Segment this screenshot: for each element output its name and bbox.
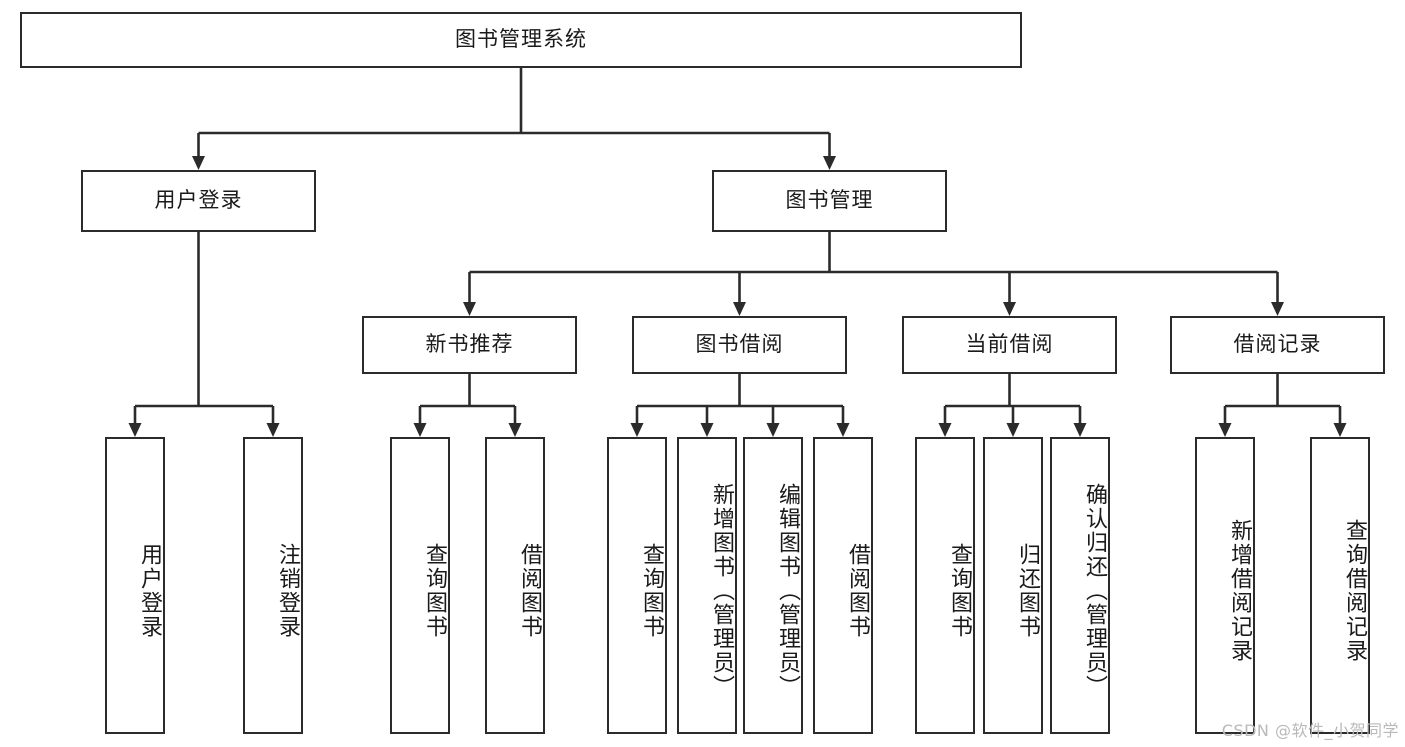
- leaf-confirm-return-admin-label: 确认归还（管理员）: [1082, 482, 1107, 699]
- node-root[interactable]: 图书管理系统: [20, 12, 1022, 68]
- leaf-query-book-borrow-label: 查询图书: [639, 542, 664, 639]
- leaf-edit-book-admin-label: 编辑图书（管理员）: [775, 482, 800, 699]
- leaf-add-borrow-record-label: 新增借阅记录: [1227, 518, 1252, 663]
- leaf-query-borrow-record[interactable]: 查询借阅记录: [1310, 437, 1370, 734]
- watermark: CSDN @软件_小贺同学: [1221, 721, 1399, 740]
- node-new-book-recommendation-label: 新书推荐: [425, 332, 514, 357]
- leaf-user-login-label: 用户登录: [137, 542, 162, 639]
- leaf-add-borrow-record[interactable]: 新增借阅记录: [1195, 437, 1255, 734]
- node-book-management[interactable]: 图书管理: [712, 170, 947, 232]
- leaf-logout-label: 注销登录: [275, 542, 300, 639]
- leaf-add-book-admin[interactable]: 新增图书（管理员）: [677, 437, 737, 734]
- leaf-query-book-current[interactable]: 查询图书: [915, 437, 975, 734]
- leaf-query-book-current-label: 查询图书: [947, 542, 972, 639]
- leaf-query-book-rec-label: 查询图书: [422, 542, 447, 639]
- leaf-borrow-book-label: 借阅图书: [845, 542, 870, 639]
- node-new-book-recommendation[interactable]: 新书推荐: [362, 316, 577, 374]
- node-current-borrowing-label: 当前借阅: [965, 332, 1054, 357]
- node-book-management-label: 图书管理: [785, 188, 874, 213]
- leaf-logout[interactable]: 注销登录: [243, 437, 303, 734]
- leaf-return-book[interactable]: 归还图书: [983, 437, 1043, 734]
- node-user-login-label: 用户登录: [154, 188, 243, 213]
- node-root-label: 图书管理系统: [455, 27, 587, 52]
- node-borrowing-record-label: 借阅记录: [1233, 332, 1322, 357]
- leaf-query-book-rec[interactable]: 查询图书: [390, 437, 450, 734]
- node-book-borrowing-label: 图书借阅: [695, 332, 784, 357]
- leaf-query-borrow-record-label: 查询借阅记录: [1342, 518, 1367, 663]
- leaf-return-book-label: 归还图书: [1015, 542, 1040, 639]
- node-book-borrowing[interactable]: 图书借阅: [632, 316, 847, 374]
- leaf-edit-book-admin[interactable]: 编辑图书（管理员）: [743, 437, 803, 734]
- leaf-user-login[interactable]: 用户登录: [105, 437, 165, 734]
- leaf-borrow-book-rec[interactable]: 借阅图书: [485, 437, 545, 734]
- leaf-confirm-return-admin[interactable]: 确认归还（管理员）: [1050, 437, 1110, 734]
- leaf-add-book-admin-label: 新增图书（管理员）: [709, 482, 734, 699]
- node-borrowing-record[interactable]: 借阅记录: [1170, 316, 1385, 374]
- leaf-query-book-borrow[interactable]: 查询图书: [607, 437, 667, 734]
- leaf-borrow-book-rec-label: 借阅图书: [517, 542, 542, 639]
- node-user-login[interactable]: 用户登录: [81, 170, 316, 232]
- leaf-borrow-book[interactable]: 借阅图书: [813, 437, 873, 734]
- node-current-borrowing[interactable]: 当前借阅: [902, 316, 1117, 374]
